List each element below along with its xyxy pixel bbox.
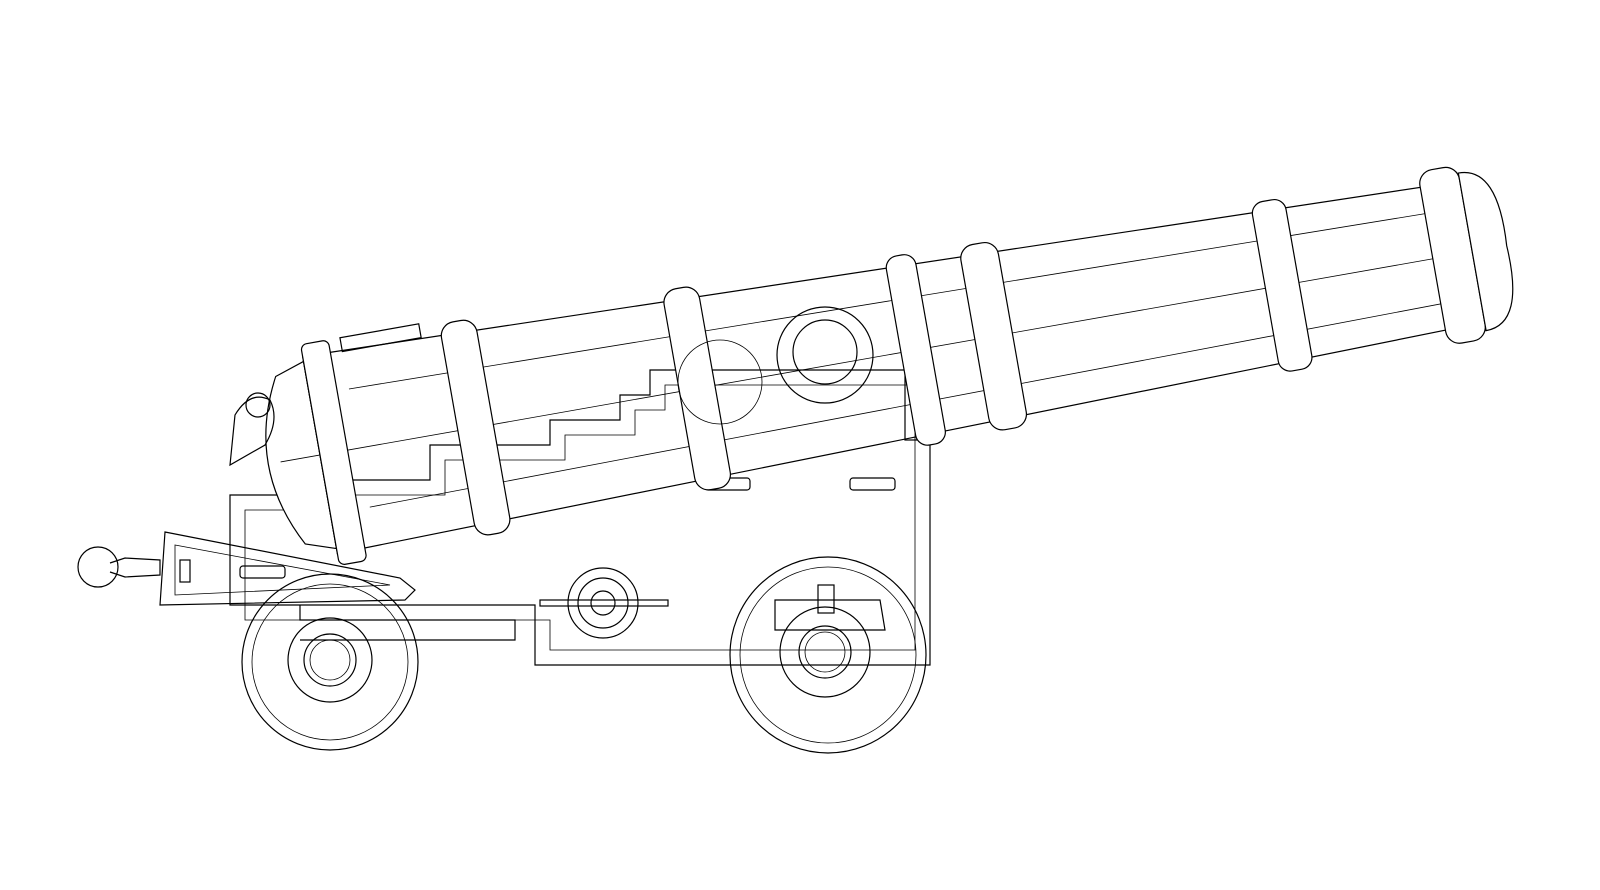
quoin-inner — [174, 544, 391, 596]
carriage-side-cheek — [229, 369, 931, 666]
front-axle-inner — [804, 631, 846, 673]
carriage-inner-cheek — [244, 384, 916, 651]
front-axle-end — [798, 625, 852, 679]
front-wheel-rim — [729, 556, 927, 754]
rear-wheel-hub — [287, 617, 373, 703]
rear-axle-end — [303, 633, 357, 687]
front-wheel-inner-rim — [739, 566, 917, 744]
base-ring — [300, 340, 367, 565]
front-wheel-hub — [779, 606, 871, 698]
quoin-wedge — [77, 531, 416, 606]
ring-bolt-inner — [590, 590, 616, 616]
vent-patch — [339, 323, 422, 353]
trunnion-plate — [776, 306, 874, 404]
reinforce-ring-2 — [663, 286, 732, 491]
cascabel — [265, 360, 338, 550]
rear-axle-bed — [299, 605, 516, 641]
linch-pin — [817, 584, 835, 614]
ring-bolt-middle — [577, 577, 629, 629]
cap-square-bolt — [849, 477, 896, 491]
ring-bolt-bar — [539, 599, 669, 607]
trunnion-pin — [792, 319, 858, 385]
rear-axle-inner — [309, 639, 351, 681]
muzzle-astragal — [1251, 199, 1313, 372]
reinforce-ring-1 — [440, 319, 511, 536]
front-wheel — [729, 556, 927, 754]
quoin-body — [159, 531, 416, 606]
quoin-handle-shaft — [109, 557, 161, 578]
front-axle-bed — [774, 599, 886, 631]
breeching-loop — [229, 396, 275, 467]
carriage — [229, 344, 931, 666]
quoin-slot — [179, 559, 191, 583]
breeching-eye — [245, 392, 271, 418]
rear-wheel-rim — [241, 573, 419, 751]
ring-bolt-outer — [567, 567, 639, 639]
rear-bolt — [239, 565, 286, 579]
rear-wheel-inner-rim — [251, 583, 409, 741]
rear-wheel — [241, 573, 419, 751]
quoin-handle-knob — [77, 546, 119, 588]
trunnion-socket — [677, 339, 763, 425]
chase-ring-2 — [960, 241, 1028, 431]
trunnion — [229, 306, 874, 467]
barrel — [265, 166, 1514, 565]
chase-ring-1 — [885, 254, 946, 446]
muzzle-swell — [1457, 171, 1514, 332]
